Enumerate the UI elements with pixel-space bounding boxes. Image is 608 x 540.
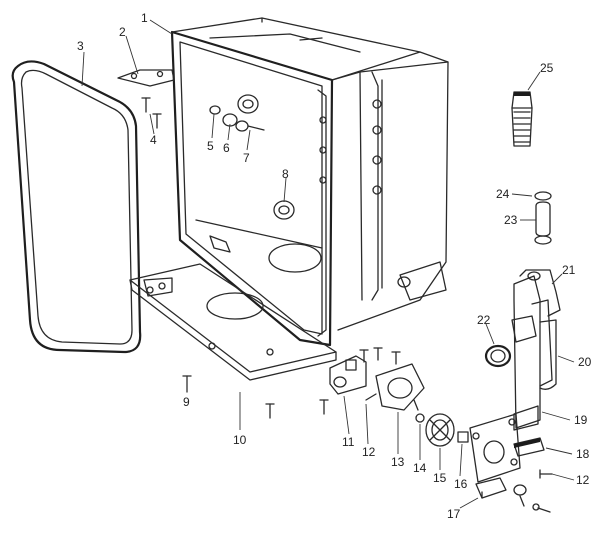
seal-ring [484, 344, 512, 368]
callout-9: 9 [183, 395, 190, 409]
callout-20: 20 [578, 355, 592, 369]
callout-23: 23 [504, 213, 518, 227]
valve-screws [359, 347, 401, 401]
callout-22: 22 [477, 313, 491, 327]
callout-7: 7 [243, 151, 250, 165]
grommet [273, 200, 295, 220]
water-valve [319, 355, 367, 415]
callout-1: 1 [141, 11, 148, 25]
callout-4: 4 [150, 133, 157, 147]
callout-8: 8 [282, 167, 289, 181]
callout-5: 5 [207, 139, 214, 153]
callout-19: 19 [574, 413, 588, 427]
callout-21: 21 [562, 263, 576, 277]
screw-12b [513, 469, 553, 513]
fill-tube-assembly [511, 269, 561, 431]
screws-lower [182, 375, 275, 419]
mounting-plate [457, 413, 521, 483]
callout-25: 25 [540, 61, 554, 75]
bearing-set [209, 94, 265, 132]
washer-14 [415, 413, 425, 423]
callout-15: 15 [433, 471, 447, 485]
spring-nozzle [511, 91, 533, 147]
callout-6: 6 [223, 141, 230, 155]
callout-2: 2 [119, 25, 126, 39]
callout-16: 16 [454, 477, 468, 491]
door-gasket [11, 60, 142, 354]
cap-18 [513, 437, 545, 457]
block-17 [475, 477, 507, 499]
callout-17: 17 [447, 507, 461, 521]
callout-11: 11 [342, 435, 355, 449]
valve-bracket [375, 363, 425, 411]
dishwasher-tub [170, 17, 449, 347]
callout-18: 18 [576, 447, 590, 461]
callout-10: 10 [233, 433, 247, 447]
hose-with-clamps [534, 191, 552, 245]
callout-3: 3 [77, 39, 84, 53]
screw-4 [141, 97, 162, 129]
callout-12b: 12 [576, 473, 590, 487]
callout-24: 24 [496, 187, 510, 201]
leader-lines [81, 19, 575, 509]
bottom-panel [129, 263, 337, 381]
hinge-bracket [117, 69, 175, 87]
callout-labels: 1 2 3 4 5 6 7 8 9 10 11 12 12 13 14 15 1… [77, 11, 592, 521]
callout-12a: 12 [362, 445, 376, 459]
impeller [425, 413, 455, 447]
callout-14: 14 [413, 461, 427, 475]
callout-13: 13 [391, 455, 405, 469]
